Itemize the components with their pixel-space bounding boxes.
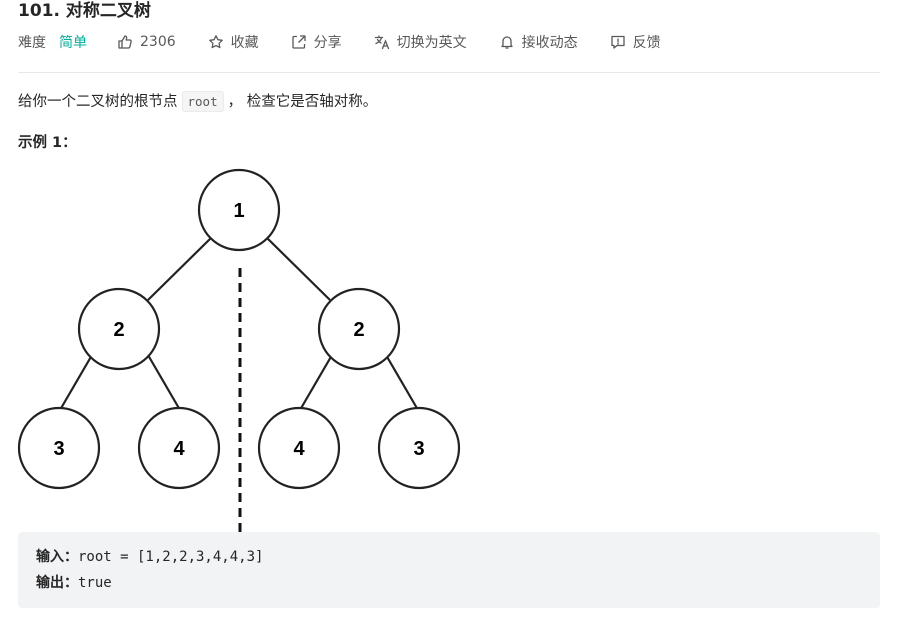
example-input-value: root = [1,2,2,3,4,4,3] [78, 549, 264, 565]
like-button[interactable]: 2306 [117, 34, 176, 50]
switch-language-label: 切换为英文 [396, 35, 467, 51]
feedback-label: 反馈 [632, 35, 661, 51]
favorite-button[interactable]: 收藏 [208, 32, 259, 52]
difficulty-badge: 简单 [59, 35, 87, 51]
tree-edge [299, 354, 333, 411]
tree-node-circle [257, 406, 341, 490]
notifications-label: 接收动态 [521, 35, 578, 51]
favorite-label: 收藏 [230, 35, 259, 51]
description-code-root: root [181, 91, 224, 112]
example-output-label: 输出： [36, 575, 78, 591]
tree-node-circle [197, 168, 281, 252]
tree-node-circle [77, 287, 161, 371]
example-heading: 示例 1： [18, 135, 77, 151]
tree-node-label: 2 [353, 319, 364, 341]
difficulty-label: 难度 [18, 35, 46, 51]
tree-edge [147, 236, 213, 301]
description-text-before: 给你一个二叉树的根节点 [18, 94, 178, 110]
thumbs-up-icon [117, 34, 133, 50]
tree-node-circle [377, 406, 461, 490]
share-label: 分享 [313, 35, 342, 51]
tree-node-circle [317, 287, 401, 371]
share-icon [291, 34, 307, 50]
tree-edge [385, 354, 419, 411]
tree-node-label: 3 [53, 438, 64, 460]
tree-edge [265, 236, 331, 301]
example-input-label: 输入： [36, 549, 78, 565]
tree-node-label: 3 [413, 438, 424, 460]
example-output-line: 输出：true [36, 573, 112, 593]
bell-icon [499, 34, 515, 50]
problem-toolbar: 难度 简单 2306 收藏 分享 [18, 32, 693, 52]
problem-title: 101. 对称二叉树 [18, 1, 151, 21]
header-divider [18, 72, 880, 73]
translate-icon [374, 34, 390, 50]
feedback-button[interactable]: 反馈 [610, 32, 661, 52]
notifications-button[interactable]: 接收动态 [499, 32, 578, 52]
share-button[interactable]: 分享 [291, 32, 342, 52]
tree-node-label: 1 [233, 200, 244, 222]
tree-edge [59, 354, 93, 411]
switch-language-button[interactable]: 切换为英文 [374, 32, 467, 52]
description-text-after: ， 检查它是否轴对称。 [227, 94, 378, 110]
example-input-line: 输入：root = [1,2,2,3,4,4,3] [36, 547, 263, 567]
tree-node-circle [17, 406, 101, 490]
tree-edge [147, 354, 181, 411]
likes-count: 2306 [140, 34, 176, 50]
tree-node-label: 4 [173, 438, 185, 460]
star-icon [208, 34, 224, 50]
example-output-value: true [78, 575, 112, 591]
feedback-icon [610, 34, 626, 50]
binary-tree-diagram: 1 2 2 3 4 4 3 [17, 168, 461, 532]
tree-node-label: 4 [293, 438, 305, 460]
tree-node-label: 2 [113, 319, 124, 341]
example-code-block: 输入：root = [1,2,2,3,4,4,3] 输出：true [18, 532, 880, 608]
tree-node-circle [137, 406, 221, 490]
